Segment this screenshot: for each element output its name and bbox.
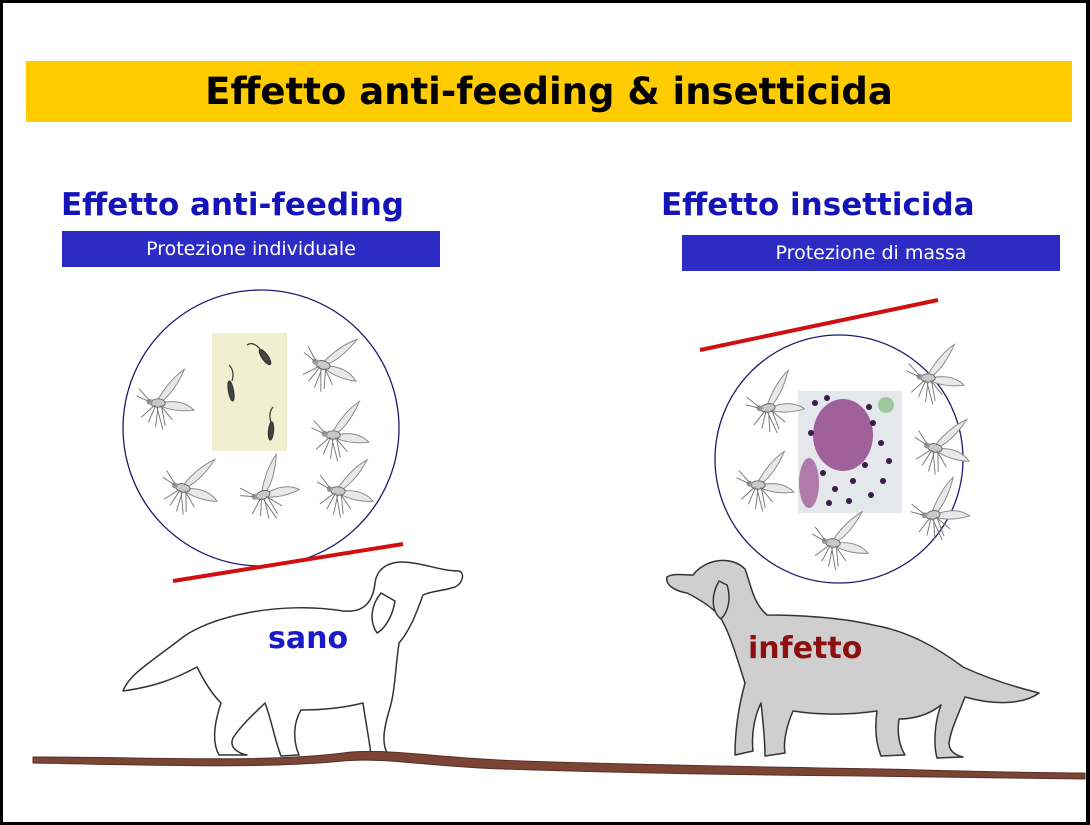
- infected-dog-label: infetto: [748, 631, 862, 666]
- healthy-dog: [123, 562, 462, 756]
- healthy-dog-label: sano: [268, 621, 348, 656]
- ground: [33, 751, 1085, 779]
- promastigote-image: [212, 333, 287, 451]
- illustration: [3, 3, 1090, 825]
